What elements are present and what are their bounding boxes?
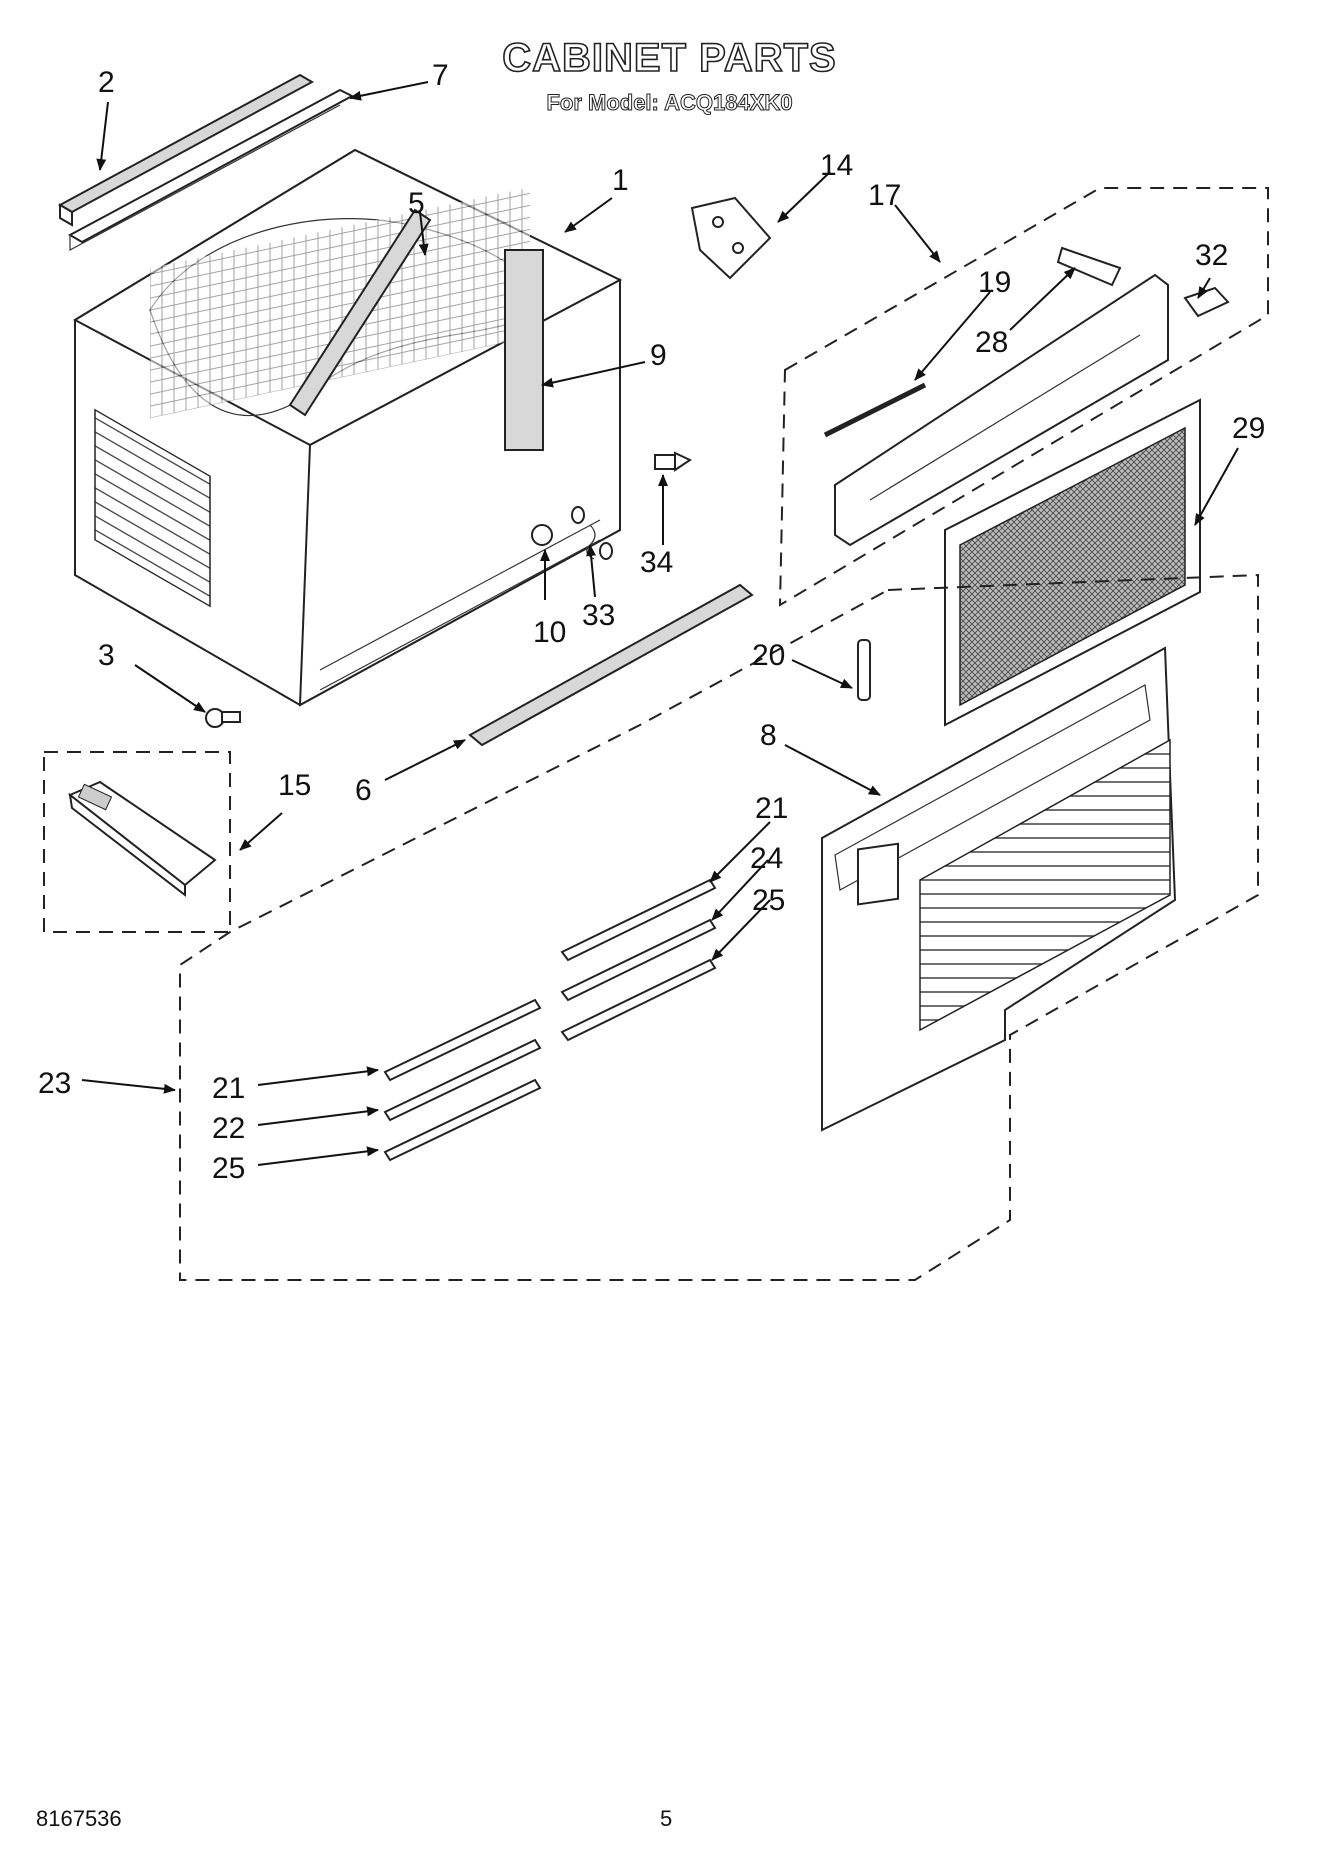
callout-25-lower: 25: [212, 1152, 245, 1185]
callout-1: 1: [612, 164, 629, 197]
callout-6: 6: [355, 774, 372, 807]
callout-24: 24: [750, 842, 783, 875]
remote-group-outline: [43, 751, 231, 933]
part-15-remote: [68, 780, 217, 898]
part-2-seal-strip: [57, 73, 315, 227]
page-title: CABINET PARTS: [501, 35, 837, 81]
page-number: 5: [660, 1806, 673, 1831]
part-6-foam-bar: [468, 583, 754, 747]
callout-7: 7: [432, 59, 449, 92]
callout-21-lower: 21: [212, 1072, 245, 1105]
part-25-strip-upper: [560, 958, 717, 1042]
callout-labels: 2 7 1 5 9 3 6 10 33 34 14 17 19 28 32 29…: [38, 59, 1265, 1185]
callout-21-upper: 21: [755, 792, 788, 825]
part-24-strip: [560, 918, 717, 1002]
callout-9: 9: [650, 339, 667, 372]
document-number: 8167536: [36, 1806, 122, 1831]
callout-29: 29: [1232, 412, 1265, 445]
part-20-latch: [857, 639, 871, 701]
callout-5: 5: [408, 187, 425, 220]
leader-lines: [81, 81, 1239, 1166]
part-8-front-grille: [821, 646, 1177, 1132]
part-32-clip: [1183, 286, 1230, 318]
callout-10: 10: [533, 616, 566, 649]
part-21-strip-upper: [560, 878, 717, 962]
model-subtitle: For Model: ACQ184XK0: [546, 90, 793, 116]
callout-19: 19: [978, 266, 1011, 299]
part-14-bracket: [690, 196, 772, 280]
callout-22: 22: [212, 1112, 245, 1145]
control-frame: [834, 273, 1169, 547]
part-29-filter: [944, 398, 1201, 727]
callout-28: 28: [975, 326, 1008, 359]
part-10-nut: [531, 524, 553, 546]
callout-20: 20: [752, 639, 785, 672]
callout-3: 3: [98, 639, 115, 672]
callout-8: 8: [760, 719, 777, 752]
part-22-strip: [383, 1038, 542, 1122]
callout-32: 32: [1195, 239, 1228, 272]
callout-34: 34: [640, 546, 673, 579]
callout-14: 14: [820, 149, 853, 182]
part-28-actuator: [1056, 246, 1122, 287]
callout-33: 33: [582, 599, 615, 632]
callout-23: 23: [38, 1067, 71, 1100]
control-group-outline: [778, 187, 1269, 607]
part-34-screw: [654, 451, 693, 472]
part-25-strip-lower: [383, 1078, 542, 1162]
part-1-cabinet: [72, 148, 623, 707]
part-21-strip-lower: [383, 998, 542, 1082]
callout-2: 2: [98, 66, 115, 99]
part-3-screw: [205, 708, 241, 728]
front-grille-outline: [179, 573, 1259, 1281]
callout-15: 15: [278, 769, 311, 802]
callout-25-upper: 25: [752, 884, 785, 917]
callout-17: 17: [868, 179, 901, 212]
part-19-rod: [823, 382, 927, 438]
